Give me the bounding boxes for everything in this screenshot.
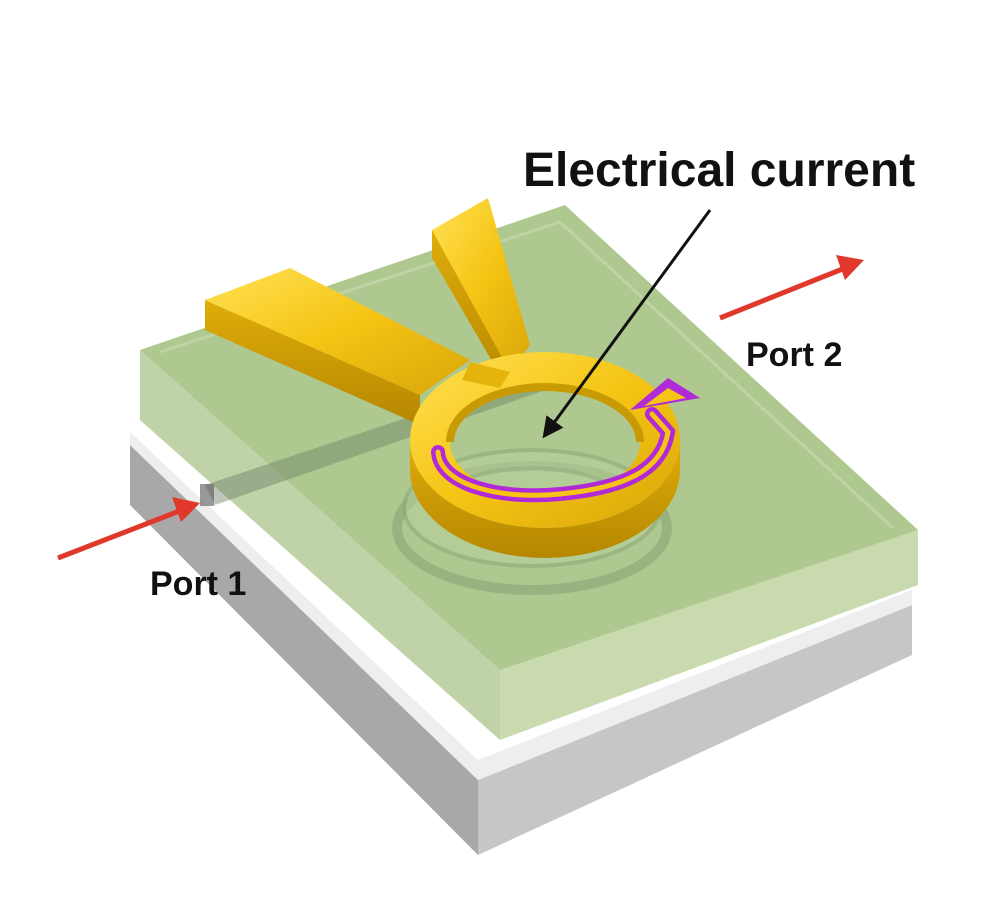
electrical-current-label: Electrical current	[523, 144, 915, 197]
electrode-left-arm-side	[205, 300, 420, 425]
electrode-right-arm-side	[432, 230, 520, 392]
red-arrow-right-icon	[719, 255, 864, 321]
substrate-front-side	[478, 605, 912, 855]
electrode-ring-side	[410, 440, 680, 558]
cladding-left-side	[140, 350, 500, 740]
substrate-left-side	[130, 445, 478, 855]
port-1-label: Port 1	[150, 565, 246, 603]
electrode-left-arm	[205, 268, 470, 395]
red-arrow-right-icon	[57, 497, 200, 561]
substrate	[130, 432, 912, 855]
circular-arrow-icon	[431, 378, 700, 503]
electrode-right-arm	[432, 198, 530, 372]
current-pointer-line	[542, 209, 712, 439]
cladding-front-side	[500, 530, 918, 740]
port-2-label: Port 2	[746, 336, 842, 374]
